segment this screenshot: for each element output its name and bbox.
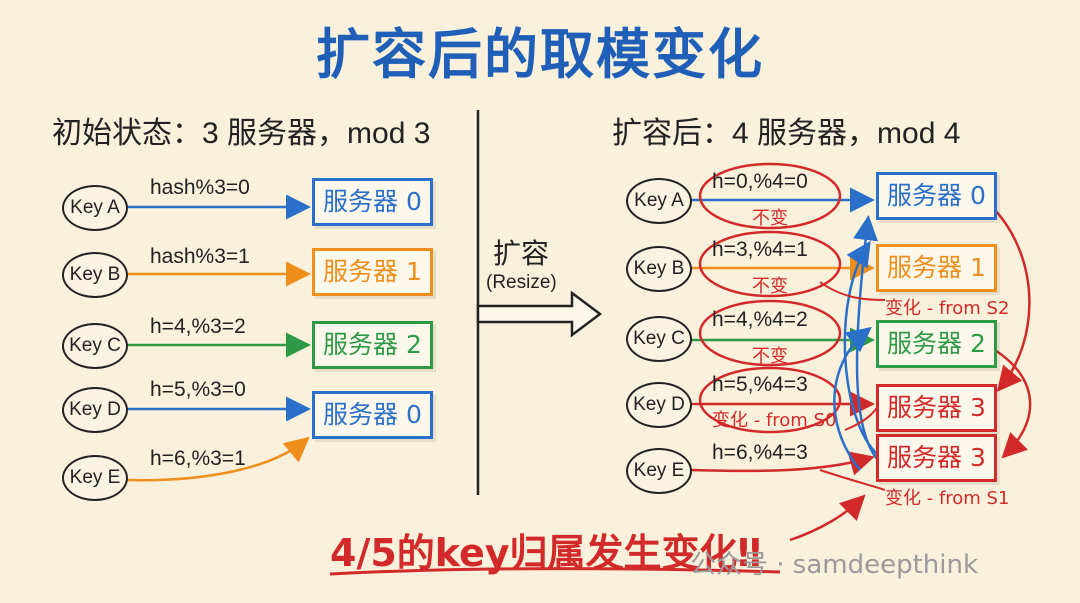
left-label-d: h=5,%3=0 <box>150 378 246 401</box>
resize-arrow <box>476 290 603 338</box>
right-arrow-e <box>689 451 875 476</box>
right-key-c: Key C <box>626 316 692 362</box>
circle-b <box>698 230 842 298</box>
blue-curve-3 <box>833 326 872 471</box>
red-curve-e <box>819 469 886 491</box>
left-key-b: Key B <box>62 252 128 298</box>
summary-arrow <box>789 494 866 542</box>
right-server-1: 服务器 1 <box>876 244 997 292</box>
right-label-c: h=4,%4=2 <box>712 308 808 331</box>
right-label-e: h=6,%4=3 <box>712 441 808 464</box>
left-label-a: hash%3=0 <box>150 176 250 199</box>
left-label-e: h=6,%3=1 <box>150 447 246 470</box>
left-heading: 初始状态：3 服务器，mod 3 <box>52 117 431 150</box>
page-title: 扩容后的取模变化 <box>316 23 764 86</box>
circle-a <box>698 162 842 230</box>
note-b: 不变 <box>752 276 788 297</box>
left-key-e: Key E <box>62 455 128 501</box>
red-curve-b <box>819 281 886 301</box>
right-server-2: 服务器 2 <box>876 320 997 368</box>
left-server-0: 服务器 0 <box>312 178 433 226</box>
note-d: 变化 - from S0 <box>712 410 837 431</box>
summary-underline <box>329 567 781 576</box>
right-label-d: h=5,%4=3 <box>712 373 808 396</box>
red-curve-s2 <box>994 348 1032 459</box>
left-arrow-e <box>125 436 310 482</box>
right-key-a: Key A <box>626 178 692 224</box>
left-server-0b: 服务器 0 <box>312 391 433 439</box>
right-key-e: Key E <box>626 448 692 494</box>
right-server-3b: 服务器 3 <box>876 434 997 482</box>
left-server-1: 服务器 1 <box>312 248 433 296</box>
note-c: 不变 <box>752 346 788 367</box>
right-key-d: Key D <box>626 382 692 428</box>
right-key-b: Key B <box>626 246 692 292</box>
red-curve-s0 <box>994 209 1031 392</box>
left-server-2: 服务器 2 <box>312 321 433 369</box>
resize-sublabel: (Resize) <box>486 272 557 293</box>
blue-curve-2 <box>853 215 879 461</box>
note-a: 不变 <box>752 208 788 229</box>
right-label-b: h=3,%4=1 <box>712 238 808 261</box>
circle-d <box>698 366 842 434</box>
right-server-0: 服务器 0 <box>876 172 997 220</box>
summary-text: 4/5的key归属发生变化‼ <box>330 531 762 575</box>
left-key-a: Key A <box>62 185 128 231</box>
right-server-3: 服务器 3 <box>876 384 997 432</box>
left-label-b: hash%3=1 <box>150 245 250 268</box>
resize-label: 扩容 <box>493 237 550 270</box>
circle-c <box>698 299 842 367</box>
side-note-s2: 变化 - from S2 <box>885 298 1010 319</box>
right-heading: 扩容后：4 服务器，mod 4 <box>612 117 961 150</box>
left-key-d: Key D <box>62 387 128 433</box>
left-label-c: h=4,%3=2 <box>150 315 246 338</box>
side-note-s1: 变化 - from S1 <box>885 488 1010 509</box>
watermark: 公众号 · samdeepthink <box>690 550 979 580</box>
left-key-c: Key C <box>62 323 128 369</box>
right-label-a: h=0,%4=0 <box>712 170 808 193</box>
